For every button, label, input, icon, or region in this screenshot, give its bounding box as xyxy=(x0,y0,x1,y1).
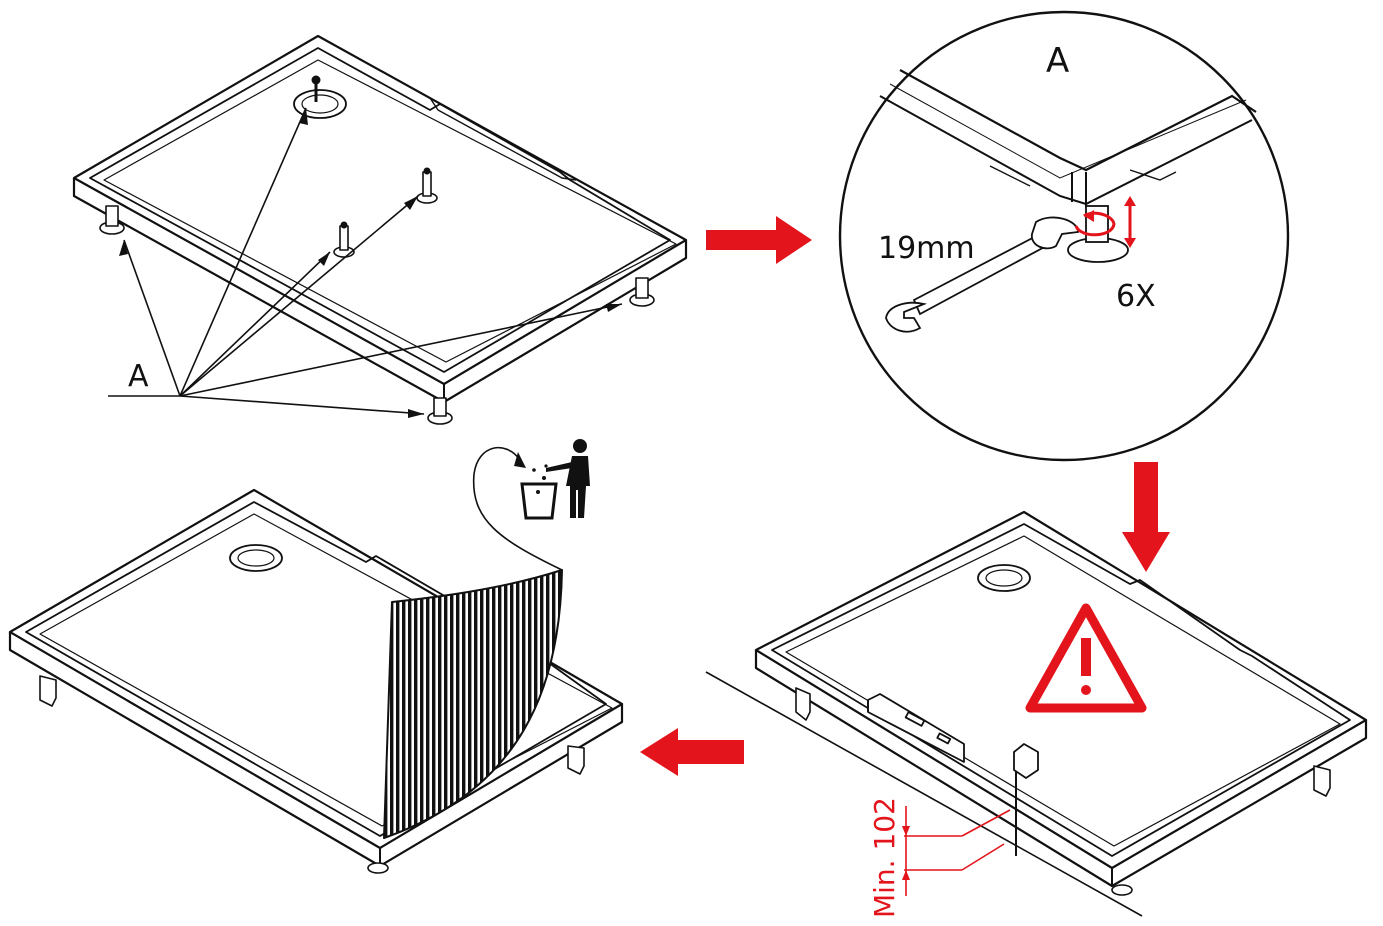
step1-tray-feet xyxy=(72,34,688,425)
detail-a-circle xyxy=(838,10,1290,462)
arrow-down-icon xyxy=(1122,462,1170,572)
arrow-right-icon xyxy=(706,216,812,264)
step4-remove-film xyxy=(8,446,624,874)
adjustable-foot xyxy=(416,167,438,204)
spirit-level-icon xyxy=(867,693,965,763)
trash-disposal-icon xyxy=(520,439,590,520)
height-dimension xyxy=(904,806,1011,896)
leader-lines xyxy=(108,107,623,415)
warning-triangle-icon xyxy=(1025,603,1147,713)
measuring-tape-icon xyxy=(1013,743,1039,856)
point-a-label: A xyxy=(128,359,149,394)
detail-a-label: A xyxy=(1046,41,1069,81)
wrench-size-label: 19mm xyxy=(878,231,975,266)
step3-level-height xyxy=(705,510,1368,917)
adjustable-foot xyxy=(629,277,655,307)
adjustable-foot xyxy=(427,397,453,425)
quantity-label: 6X xyxy=(1116,279,1156,314)
adjustable-foot xyxy=(99,205,125,235)
min-height-label: Min. 102 xyxy=(868,797,901,918)
protective-film xyxy=(383,569,563,839)
wrench-icon xyxy=(885,216,1079,333)
arrow-left-icon xyxy=(640,728,744,776)
